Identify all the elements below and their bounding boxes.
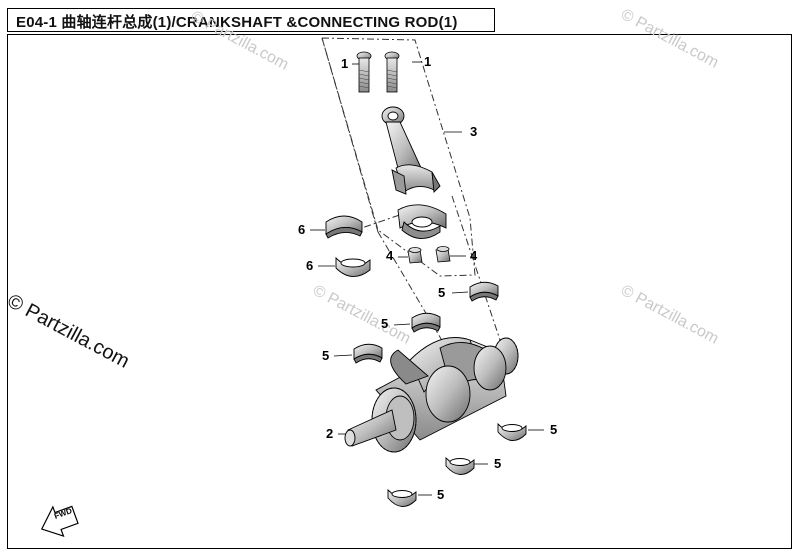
rod-bearing-upper: [325, 215, 363, 239]
callout-bolt: 1: [424, 54, 432, 69]
callout-crankshaft: 2: [326, 426, 334, 441]
connecting-rod-bolt-right: [384, 51, 400, 93]
connecting-rod-cap: [397, 204, 447, 239]
callout-main-bearing: 5: [437, 487, 445, 502]
main-bearing: [387, 488, 417, 507]
title-box: E04-1 曲轴连杆总成(1)/CRANKSHAFT &CONNECTING R…: [7, 8, 495, 32]
callout-nut: 4: [470, 248, 478, 263]
callout-main-bearing: 5: [494, 456, 502, 471]
callout-rod-bearing: 6: [306, 258, 314, 273]
callout-main-bearing: 5: [438, 285, 446, 300]
main-bearing: [469, 281, 499, 302]
nut-left: [407, 247, 423, 264]
nut-right: [435, 246, 451, 263]
rod-bearing-lower: [335, 256, 371, 277]
crankshaft: [344, 337, 519, 453]
callout-main-bearing: 5: [550, 422, 558, 437]
fwd-arrow-icon: [40, 505, 79, 537]
main-bearing: [353, 343, 383, 364]
main-bearing: [497, 422, 527, 441]
callout-main-bearing: 5: [381, 316, 389, 331]
callout-nut: 4: [386, 248, 394, 263]
callout-main-bearing: 5: [322, 348, 330, 363]
connecting-rod: [381, 106, 441, 195]
callout-rod-assembly: 3: [470, 124, 478, 139]
main-bearing: [411, 312, 441, 333]
callout-rod-bearing: 6: [298, 222, 306, 237]
main-bearing: [445, 456, 475, 475]
connecting-rod-bolt-left: [356, 51, 372, 93]
diagram-frame: [7, 34, 792, 549]
callout-bolt: 1: [341, 56, 349, 71]
diagram-title: E04-1 曲轴连杆总成(1)/CRANKSHAFT &CONNECTING R…: [16, 14, 458, 31]
